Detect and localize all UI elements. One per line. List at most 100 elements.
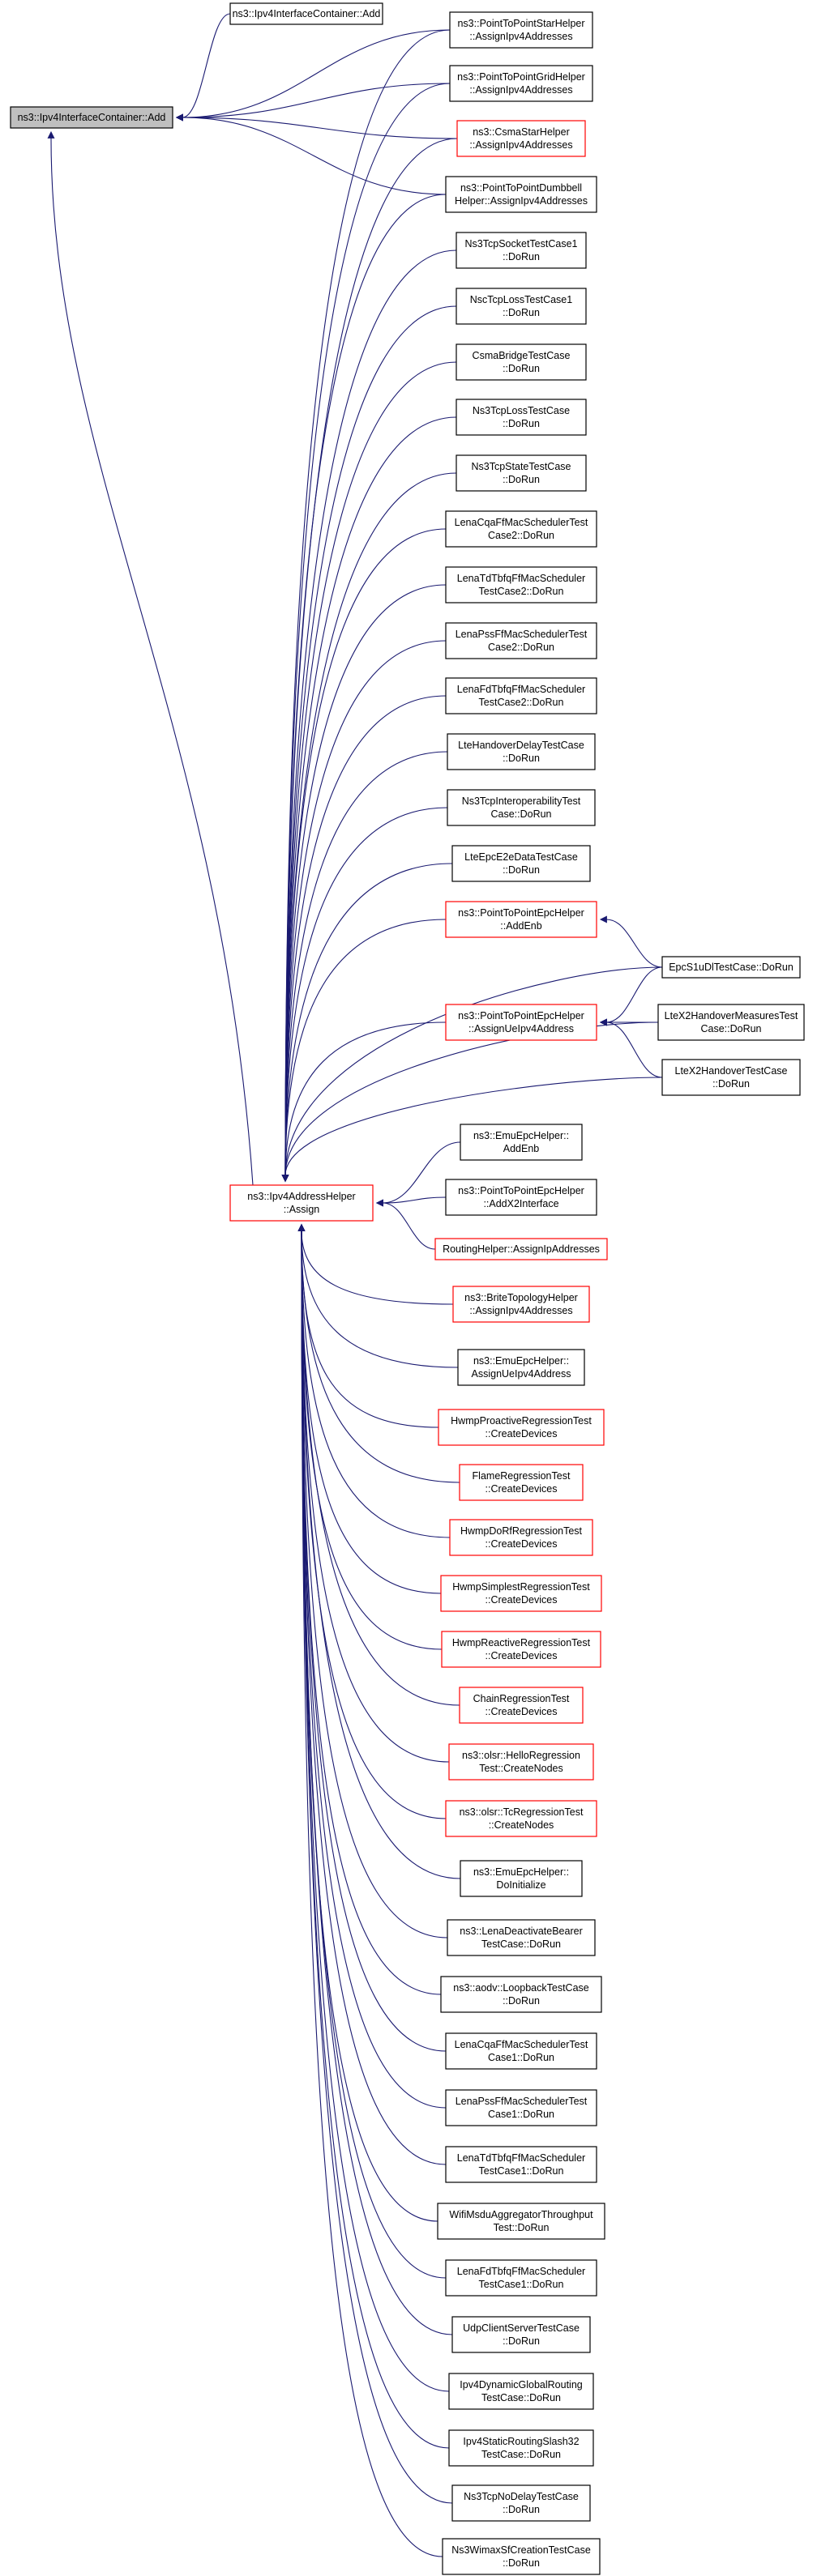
- node-routinghelper[interactable]: RoutingHelper::AssignIpAddresses: [434, 1238, 608, 1260]
- node-label-line: LenaTdTbfqFfMacScheduler: [457, 573, 585, 584]
- node-p2pdumbbell[interactable]: ns3::PointToPointDumbbellHelper::AssignI…: [445, 176, 597, 213]
- edge-lteepce2e-to-ipv4addr_assign: [281, 863, 453, 1183]
- node-box: [445, 566, 597, 603]
- node-p2pgrid[interactable]: ns3::PointToPointGridHelper::AssignIpv4A…: [449, 65, 593, 102]
- node-label-line: ::DoRun: [503, 2335, 540, 2347]
- node-box: [229, 2, 383, 25]
- node-box: [456, 232, 587, 269]
- edge-lenacqa2-to-ipv4addr_assign: [281, 528, 447, 1183]
- node-emuepc_assignue[interactable]: ns3::EmuEpcHelper::AssignUeIpv4Address: [457, 1349, 585, 1386]
- node-label-line: AddEnb: [503, 1143, 540, 1154]
- node-hwmpdorf[interactable]: HwmpDoRfRegressionTest::CreateDevices: [449, 1519, 593, 1556]
- node-box: [448, 1743, 594, 1781]
- node-box: [460, 1124, 583, 1161]
- node-britetopo[interactable]: ns3::BriteTopologyHelper::AssignIpv4Addr…: [452, 1286, 590, 1323]
- node-hwmpreactive[interactable]: HwmpReactiveRegressionTest::CreateDevice…: [441, 1631, 601, 1668]
- node-label-line: ns3::PointToPointEpcHelper: [458, 907, 584, 919]
- edge-routinghelper-to-ipv4addr_assign: [375, 1199, 436, 1250]
- node-csmastar[interactable]: ns3::CsmaStarHelper::AssignIpv4Addresses: [456, 120, 586, 157]
- node-p2pepc_addenb[interactable]: ns3::PointToPointEpcHelper::AddEnb: [445, 901, 597, 938]
- node-label-line: ns3::olsr::HelloRegression: [462, 1750, 580, 1761]
- node-ns3tcpstate[interactable]: Ns3TcpStateTestCase::DoRun: [456, 454, 587, 492]
- node-box: [447, 789, 596, 826]
- node-epcs1u[interactable]: EpcS1uDlTestCase::DoRun: [661, 956, 801, 979]
- node-box: [460, 1860, 583, 1897]
- node-box: [445, 2146, 597, 2183]
- node-label-line: ns3::PointToPointDumbbell: [460, 182, 582, 194]
- node-p2pepc_addx2[interactable]: ns3::PointToPointEpcHelper::AddX2Interfa…: [445, 1179, 597, 1216]
- node-label-line: Case::DoRun: [490, 808, 551, 820]
- node-lteepce2e[interactable]: LteEpcE2eDataTestCase::DoRun: [451, 845, 591, 882]
- edge-ns3tcpsocket-to-ipv4addr_assign: [281, 249, 457, 1183]
- node-ltehandover[interactable]: LteHandoverDelayTestCase::DoRun: [447, 733, 596, 770]
- edge-hwmpsimplest-to-ipv4addr_assign: [297, 1223, 442, 1594]
- node-label-line: Test::CreateNodes: [479, 1763, 563, 1774]
- node-box: [451, 2316, 591, 2353]
- node-hwmpsimplest[interactable]: HwmpSimplestRegressionTest::CreateDevice…: [440, 1575, 602, 1612]
- node-label-line: ns3::Ipv4AddressHelper: [247, 1191, 355, 1202]
- node-label-line: TestCase::DoRun: [481, 2449, 561, 2460]
- node-box: [442, 2538, 601, 2575]
- node-aodvloopback[interactable]: ns3::aodv::LoopbackTestCase::DoRun: [440, 1976, 602, 2013]
- node-ipv4ic_add[interactable]: ns3::Ipv4InterfaceContainer::Add: [229, 2, 383, 25]
- node-hwmpproactive[interactable]: HwmpProactiveRegressionTest::CreateDevic…: [438, 1409, 605, 1446]
- node-label-line: ::DoRun: [503, 251, 540, 262]
- node-label-line: LenaFdTbfqFfMacScheduler: [457, 2266, 585, 2277]
- node-ns3tcploss[interactable]: Ns3TcpLossTestCase::DoRun: [456, 399, 587, 436]
- node-ltex2handover[interactable]: LteX2HandoverTestCase::DoRun: [661, 1059, 801, 1096]
- node-label-line: Ns3TcpSocketTestCase1: [465, 238, 578, 249]
- node-label-line: ::DoRun: [503, 1995, 540, 2007]
- node-ipv4addr_assign[interactable]: ns3::Ipv4AddressHelper::Assign: [229, 1184, 374, 1222]
- node-ns3tcpnodelay[interactable]: Ns3TcpNoDelayTestCase::DoRun: [451, 2484, 591, 2522]
- edge-ipv4addr_assign-to-root: [47, 130, 254, 1186]
- node-ns3wimaxsf[interactable]: Ns3WimaxSfCreationTestCase::DoRun: [442, 2538, 601, 2575]
- edge-lenapss1-to-ipv4addr_assign: [297, 1223, 447, 2109]
- node-emuepc_doinit[interactable]: ns3::EmuEpcHelper::DoInitialize: [460, 1860, 583, 1897]
- node-box: [449, 65, 593, 102]
- node-root[interactable]: ns3::Ipv4InterfaceContainer::Add: [10, 106, 173, 129]
- node-label-line: ::CreateDevices: [485, 1538, 558, 1550]
- node-label-line: ns3::EmuEpcHelper::: [473, 1130, 569, 1141]
- node-olsrhello[interactable]: ns3::olsr::HelloRegressionTest::CreateNo…: [448, 1743, 594, 1781]
- node-label-line: ::AddX2Interface: [483, 1198, 558, 1209]
- node-nsctcploss[interactable]: NscTcpLossTestCase1::DoRun: [456, 288, 587, 325]
- node-label-line: LteX2HandoverMeasuresTest: [665, 1010, 798, 1021]
- node-label-line: Case2::DoRun: [488, 530, 554, 541]
- node-ns3tcpsocket[interactable]: Ns3TcpSocketTestCase1::DoRun: [456, 232, 587, 269]
- node-label-line: Test::DoRun: [494, 2222, 550, 2233]
- node-label-line: ns3::BriteTopologyHelper: [464, 1292, 578, 1303]
- node-p2pstar[interactable]: ns3::PointToPointStarHelper::AssignIpv4A…: [449, 11, 593, 49]
- node-emuepc_addenb[interactable]: ns3::EmuEpcHelper::AddEnb: [460, 1124, 583, 1161]
- node-udpclientserver[interactable]: UdpClientServerTestCase::DoRun: [451, 2316, 591, 2353]
- node-chain[interactable]: ChainRegressionTest::CreateDevices: [459, 1687, 584, 1724]
- node-label-line: LteHandoverDelayTestCase: [458, 740, 584, 751]
- edge-p2pdumbbell-to-ipv4addr_assign: [281, 194, 447, 1183]
- edge-p2pgrid-to-ipv4addr_assign: [281, 83, 451, 1183]
- node-label-line: LenaFdTbfqFfMacScheduler: [457, 684, 585, 695]
- node-p2pepc_assignue[interactable]: ns3::PointToPointEpcHelper::AssignUeIpv4…: [445, 1004, 597, 1041]
- node-label-line: ::AssignIpv4Addresses: [469, 31, 572, 42]
- node-box: [445, 510, 597, 548]
- node-csmabridge[interactable]: CsmaBridgeTestCase::DoRun: [456, 343, 587, 381]
- node-box: [451, 845, 591, 882]
- node-flame[interactable]: FlameRegressionTest::CreateDevices: [459, 1464, 584, 1501]
- node-label-line: Ns3WimaxSfCreationTestCase: [451, 2544, 591, 2556]
- node-label-line: Case2::DoRun: [488, 642, 554, 653]
- node-olsrtc[interactable]: ns3::olsr::TcRegressionTest::CreateNodes: [445, 1800, 597, 1837]
- edge-britetopo-to-ipv4addr_assign: [297, 1223, 454, 1305]
